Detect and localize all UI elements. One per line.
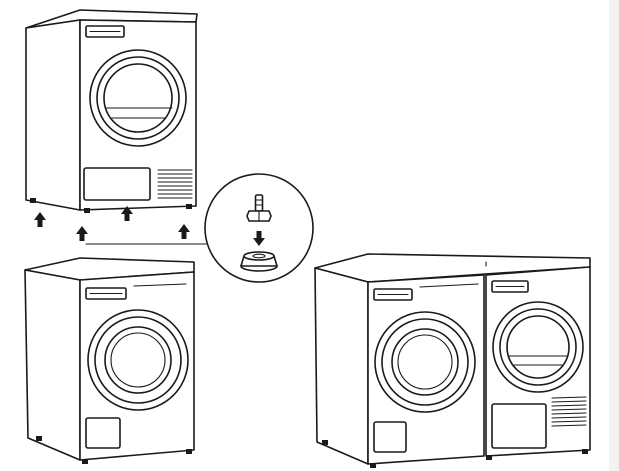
washer-icon xyxy=(314,267,485,468)
dryer-icon xyxy=(485,266,591,460)
arrow-up-icon xyxy=(76,226,88,241)
arrow-up-icon xyxy=(34,212,46,227)
side-strip xyxy=(609,0,619,471)
vent-grille xyxy=(157,169,193,199)
vent-grille xyxy=(551,396,587,427)
washer-icon xyxy=(24,257,195,464)
arrow-up-icon xyxy=(178,224,190,239)
adjustable-foot-icon xyxy=(204,173,314,283)
dryer-icon xyxy=(25,9,198,213)
arrow-up-icon xyxy=(121,206,133,221)
arrow-down-icon xyxy=(253,231,265,246)
